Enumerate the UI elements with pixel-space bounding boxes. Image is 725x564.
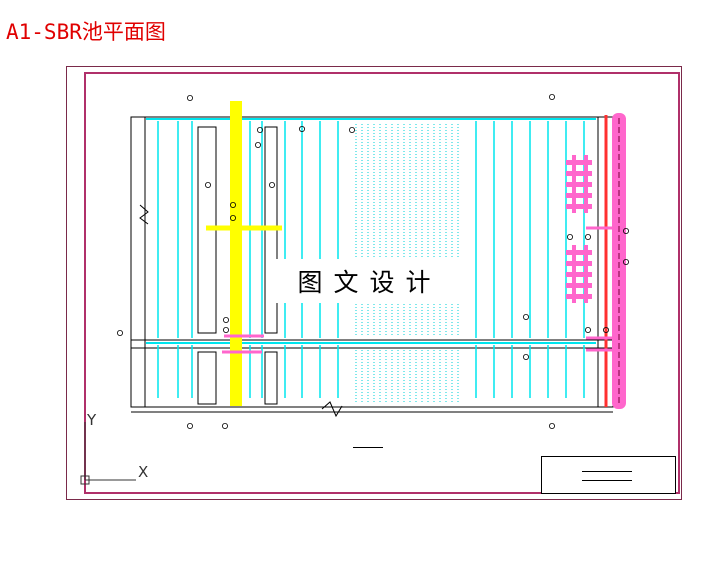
marker-circle bbox=[623, 227, 630, 234]
marker-circle bbox=[229, 201, 236, 208]
page-title: A1-SBR池平面图 bbox=[6, 20, 166, 44]
title-block-name bbox=[582, 471, 632, 481]
aeration-grid bbox=[355, 124, 459, 404]
ladder-rung bbox=[566, 171, 592, 176]
magenta-pipe-right bbox=[586, 113, 626, 409]
marker-circle bbox=[254, 141, 261, 148]
marker-circle bbox=[229, 214, 236, 221]
ladder-rung bbox=[566, 204, 592, 209]
tank-outline bbox=[130, 116, 614, 418]
ladder-rung bbox=[566, 294, 592, 299]
marker-circle bbox=[623, 258, 630, 265]
ladder-rung bbox=[566, 160, 592, 165]
marker-circle bbox=[222, 316, 229, 323]
ladder-rung bbox=[566, 182, 592, 187]
marker-circle bbox=[585, 326, 592, 333]
marker-circle bbox=[523, 353, 530, 360]
marker-circle bbox=[298, 126, 305, 133]
marker-circle bbox=[256, 127, 263, 134]
marker-circle bbox=[549, 94, 556, 101]
ladder-rung bbox=[566, 193, 592, 198]
magenta-pipe-left bbox=[222, 334, 264, 354]
plan-caption bbox=[353, 447, 383, 453]
plan-caption-text bbox=[353, 447, 383, 448]
marker-circle bbox=[348, 127, 355, 134]
watermark-text: 图文设计 bbox=[297, 268, 442, 297]
watermark-box: 图文设计 bbox=[268, 259, 460, 303]
marker-circle bbox=[585, 233, 592, 240]
marker-circle bbox=[549, 422, 556, 429]
marker-circle bbox=[204, 181, 211, 188]
marker-circle bbox=[603, 326, 610, 333]
ladder-rung bbox=[566, 283, 592, 288]
axis-indicator bbox=[80, 422, 136, 485]
cyan-pipes bbox=[146, 118, 596, 344]
title-block bbox=[541, 456, 676, 494]
drawing-frame bbox=[84, 72, 680, 494]
marker-circle bbox=[186, 422, 193, 429]
ladder-rung bbox=[566, 272, 592, 277]
pipe-markers bbox=[117, 94, 630, 429]
marker-circle bbox=[222, 326, 229, 333]
marker-circle bbox=[117, 329, 124, 336]
x-axis-label: X bbox=[138, 463, 149, 481]
ladder-rung bbox=[566, 250, 592, 255]
marker-circle bbox=[268, 181, 275, 188]
marker-circle bbox=[523, 313, 530, 320]
yellow-pipe bbox=[206, 101, 282, 406]
y-axis-label: Y bbox=[87, 411, 97, 429]
ladder-rung bbox=[566, 261, 592, 266]
marker-circle bbox=[567, 233, 574, 240]
marker-circle bbox=[221, 422, 228, 429]
magenta-ladders bbox=[566, 155, 592, 303]
marker-circle bbox=[186, 95, 193, 102]
